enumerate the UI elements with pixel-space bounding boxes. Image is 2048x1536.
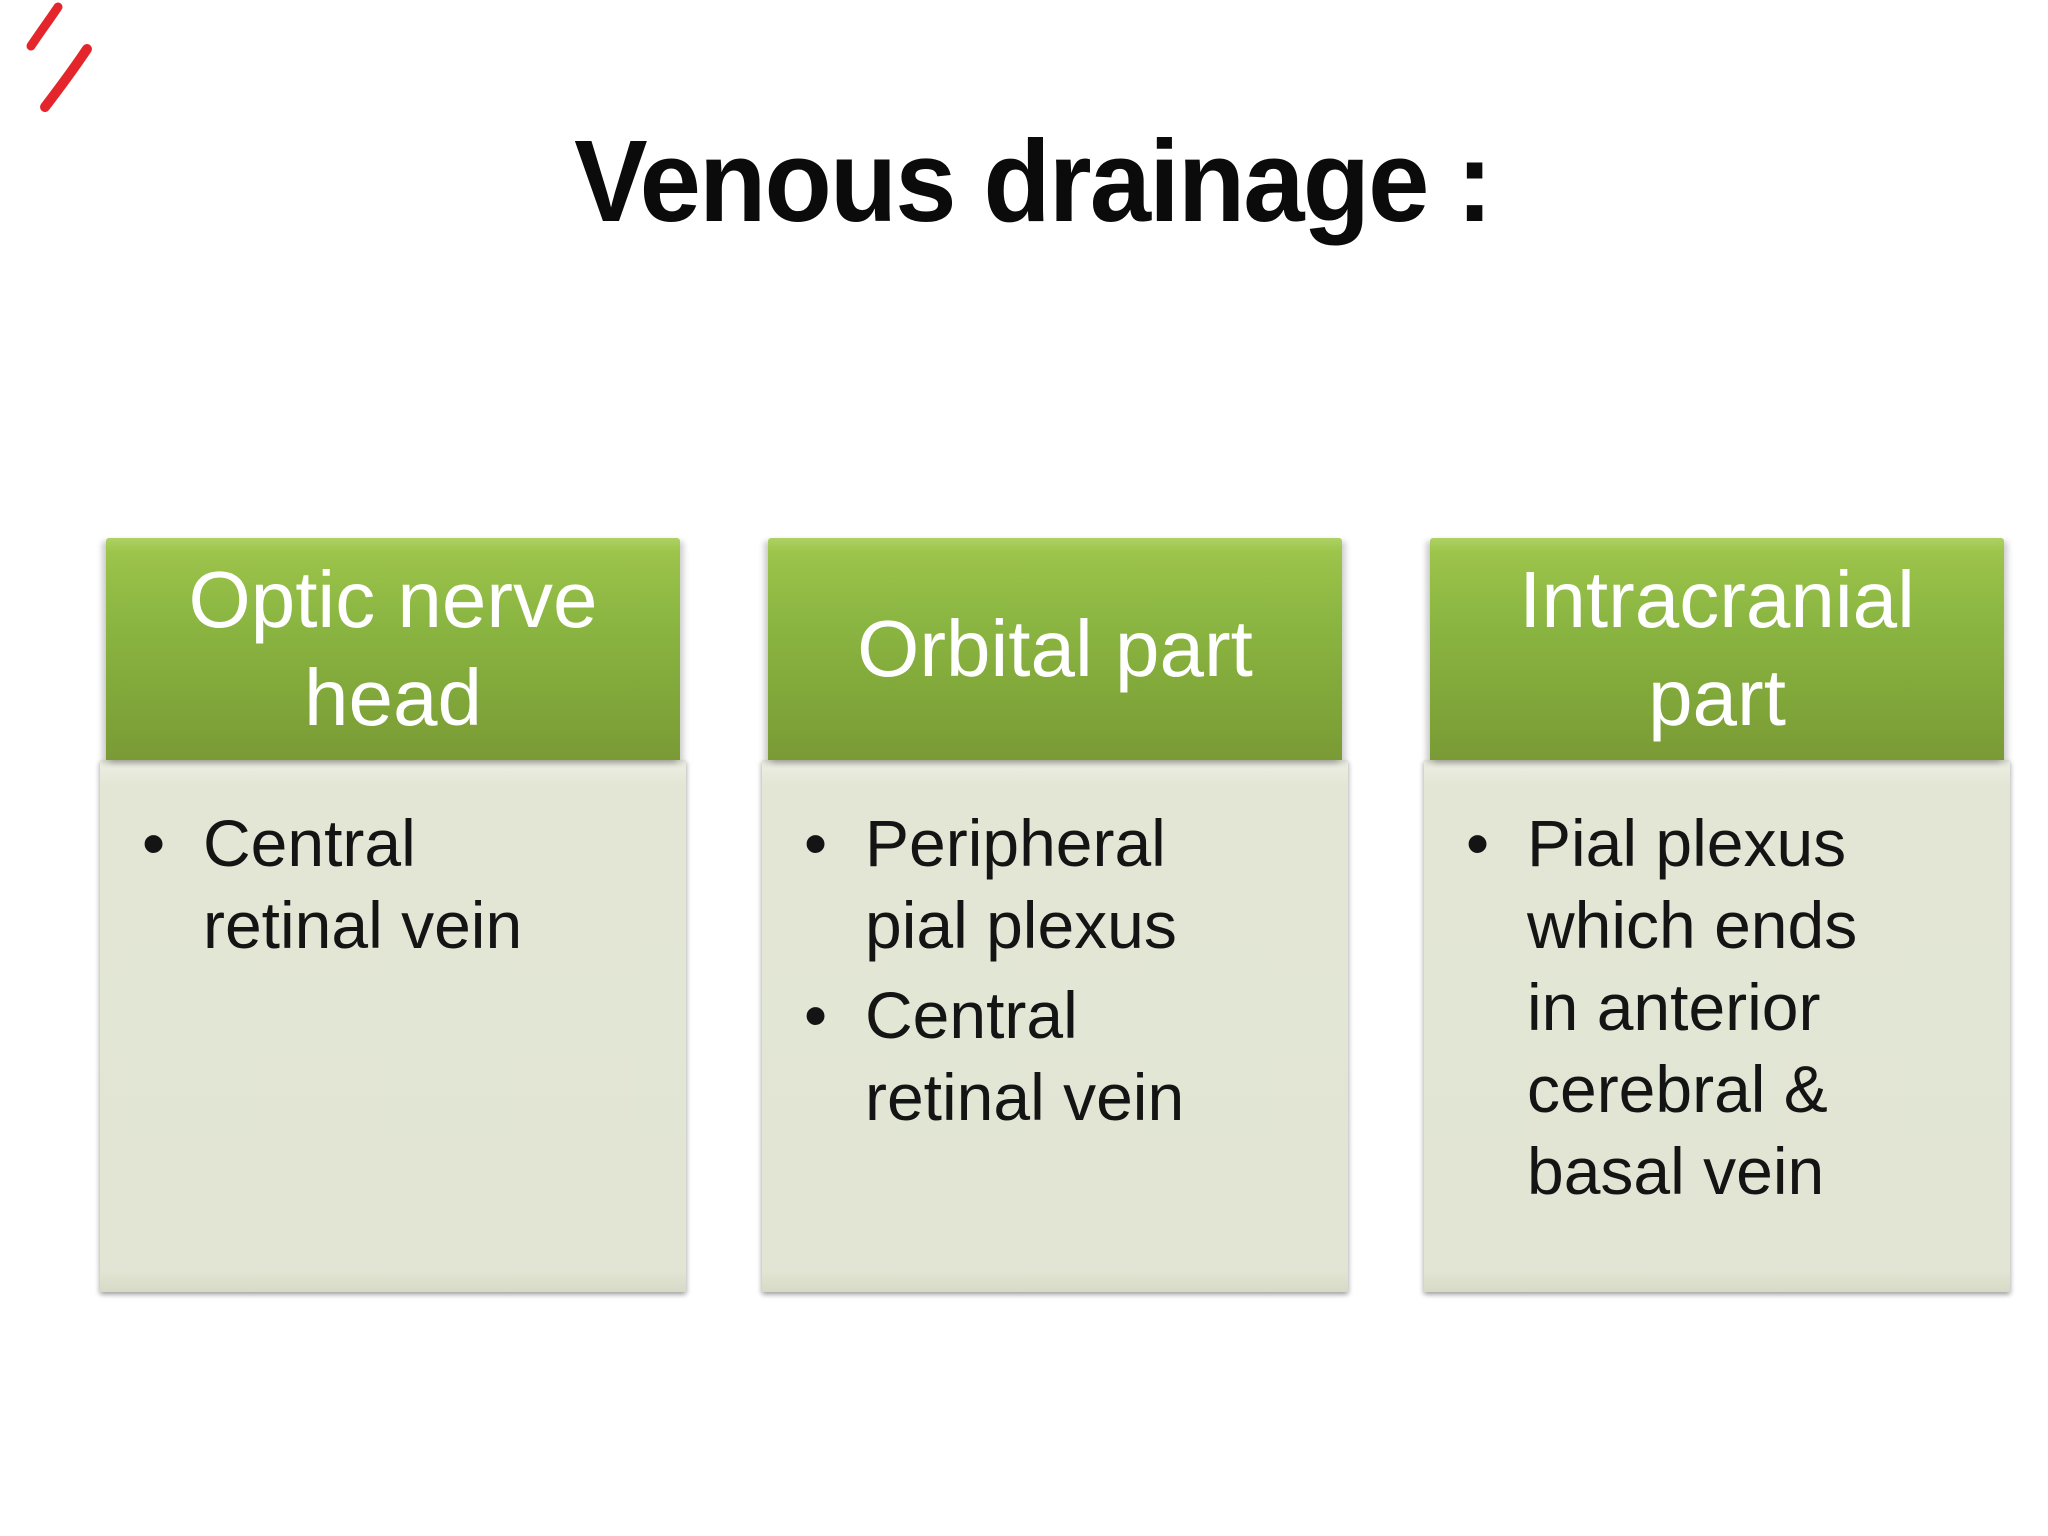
column-header-label: Intracranial part (1519, 555, 1915, 742)
column-body-orbital-part: • Peripheral pial plexus • Central retin… (762, 760, 1348, 1292)
bullet-text: Pial plexus which ends in anterior cereb… (1527, 806, 1858, 1208)
bullet-item: • Central retinal vein (142, 802, 668, 966)
bullet-text: Central retinal vein (865, 978, 1185, 1134)
column-body-optic-nerve-head: • Central retinal vein (100, 760, 686, 1292)
column-header-label: Orbital part (857, 604, 1253, 693)
column-header-intracranial-part: Intracranial part (1430, 538, 2004, 760)
column-header-label: Optic nerve head (188, 555, 598, 742)
column-body-intracranial-part: • Pial plexus which ends in anterior cer… (1424, 760, 2010, 1292)
red-pen-annotation (26, 2, 92, 112)
slide-title: Venous drainage : (574, 116, 1494, 246)
bullet-list: • Central retinal vein (100, 760, 686, 966)
bullet-dot-icon: • (142, 806, 166, 880)
title-area: Venous drainage : (9, 123, 2048, 239)
bullet-text: Central retinal vein (203, 806, 523, 962)
column-orbital-part: Orbital part • Peripheral pial plexus • … (762, 538, 1348, 1292)
red-pen-stroke-2 (40, 44, 92, 112)
bullet-item: • Pial plexus which ends in anterior cer… (1466, 802, 1992, 1212)
bullet-item: • Peripheral pial plexus (804, 802, 1330, 966)
bullet-dot-icon: • (804, 978, 828, 1052)
bullet-dot-icon: • (804, 806, 828, 880)
bullet-text: Peripheral pial plexus (865, 806, 1177, 962)
column-header-optic-nerve-head: Optic nerve head (106, 538, 680, 760)
column-optic-nerve-head: Optic nerve head • Central retinal vein (100, 538, 686, 1292)
bullet-dot-icon: • (1466, 806, 1490, 880)
column-header-orbital-part: Orbital part (768, 538, 1342, 760)
bullet-list: • Peripheral pial plexus • Central retin… (762, 760, 1348, 1138)
column-intracranial-part: Intracranial part • Pial plexus which en… (1424, 538, 2010, 1292)
red-pen-stroke-1 (26, 2, 63, 51)
bullet-item: • Central retinal vein (804, 974, 1330, 1138)
bullet-list: • Pial plexus which ends in anterior cer… (1424, 760, 2010, 1212)
